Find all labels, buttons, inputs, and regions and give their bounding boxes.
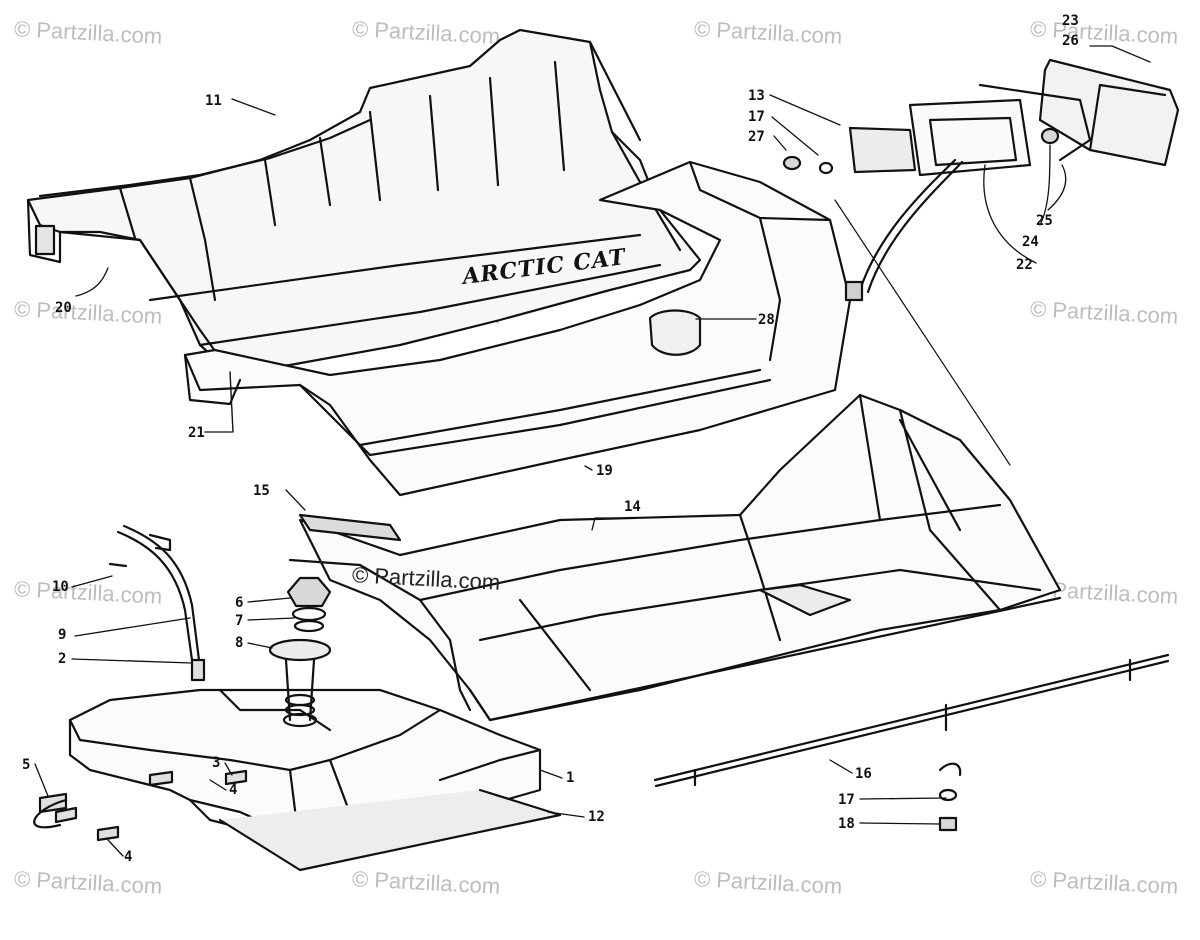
callout-8: 8 [235,635,244,651]
belly-pan [298,393,1062,722]
side-rail [288,558,472,712]
callout-4: 4 [229,782,238,798]
fitting [190,658,206,682]
callout-21: 21 [188,425,205,441]
callout-22: 22 [1016,257,1033,273]
callout-17b: 17 [838,792,855,808]
callout-12: 12 [588,809,605,825]
callout-20: 20 [55,300,72,316]
callout-19: 19 [596,463,613,479]
rear-hood [183,160,852,497]
taillight-assembly [782,58,1180,302]
hose-end [108,562,128,568]
tie-rod [653,653,1170,782]
callout-13: 13 [748,88,765,104]
callout-2: 2 [58,651,67,667]
callout-4b: 4 [124,849,133,865]
callout-16: 16 [855,766,872,782]
callout-27: 27 [748,129,765,145]
callout-28: 28 [758,312,775,328]
callout-23: 23 [1062,13,1079,29]
callout-1: 1 [566,770,575,786]
callout-24: 24 [1022,234,1039,250]
washer [938,788,958,802]
tank-pad [218,788,562,872]
callout-3: 3 [212,755,221,771]
callout-15: 15 [253,483,270,499]
callout-7: 7 [235,613,244,629]
callout-leaders [34,45,1151,857]
callout-5: 5 [22,757,31,773]
callout-6: 6 [235,595,244,611]
callout-10: 10 [52,579,69,595]
callout-14: 14 [624,499,641,515]
vent-hose [116,530,194,662]
seat-cushion [26,28,702,374]
nut [938,816,958,832]
callout-17: 17 [748,109,765,125]
hose-clip [148,533,172,552]
callout-25: 25 [1036,213,1053,229]
fuel-cap-assembly [268,576,332,728]
leader-line [834,199,1011,466]
callout-11: 11 [205,93,222,109]
trim-strip [298,513,402,542]
callout-9: 9 [58,627,67,643]
callout-18: 18 [838,816,855,832]
callout-26: 26 [1062,33,1079,49]
